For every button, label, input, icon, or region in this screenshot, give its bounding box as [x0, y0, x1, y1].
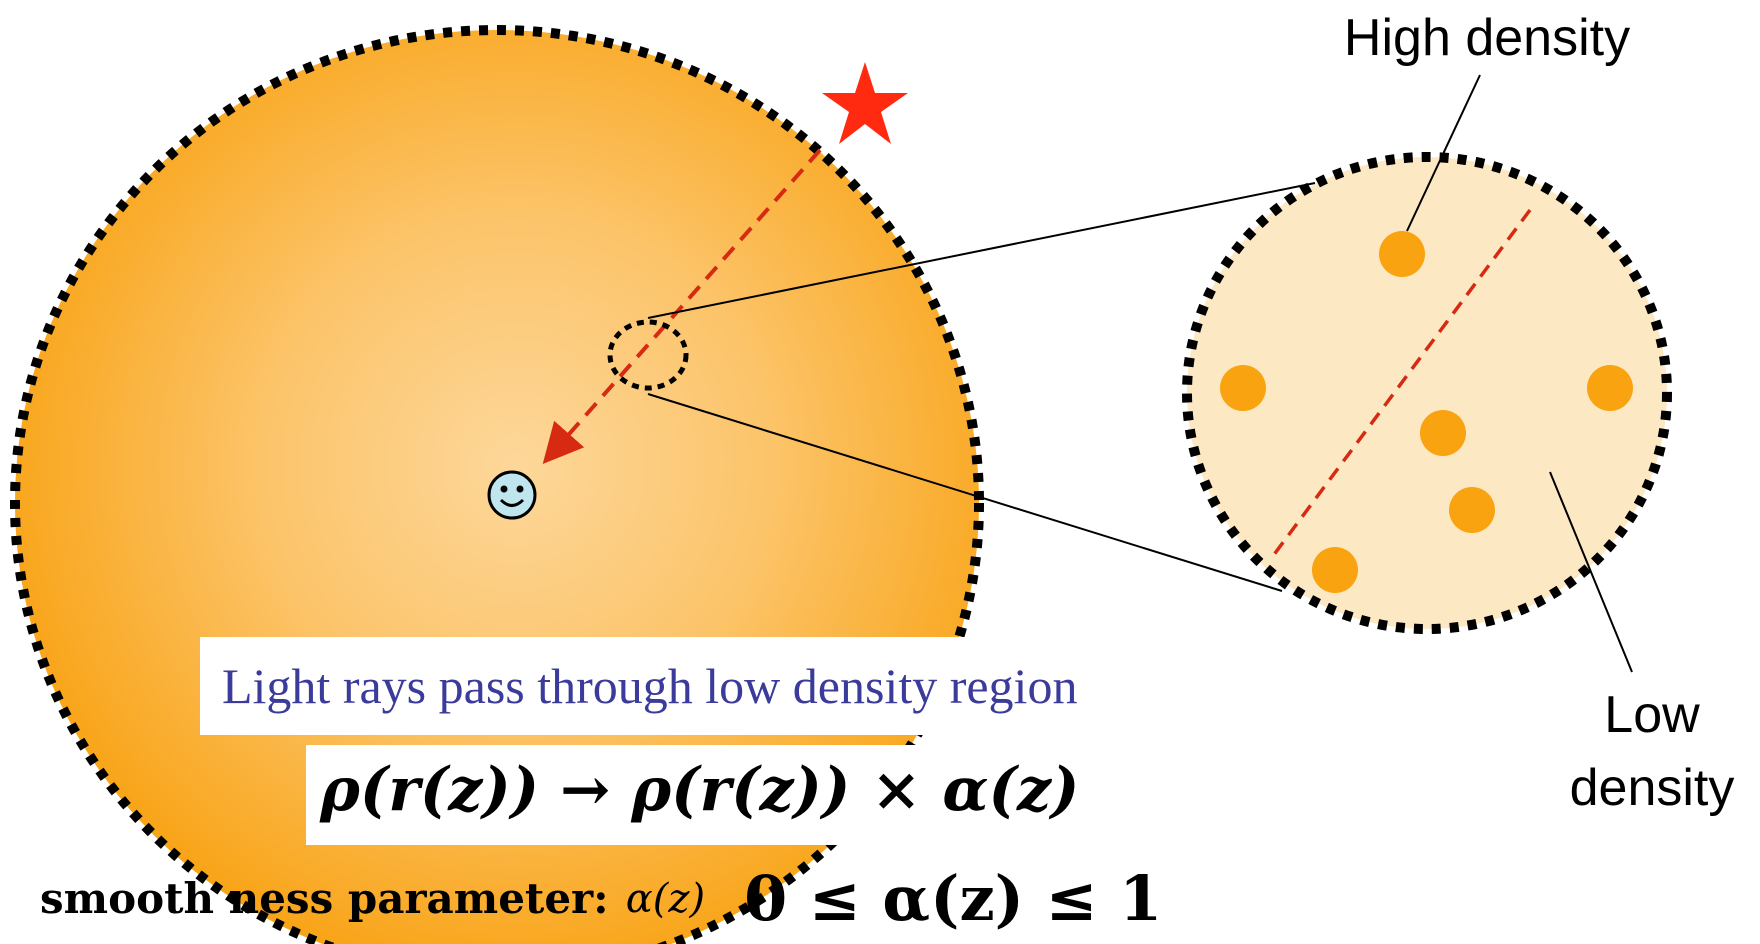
star-icon [822, 62, 908, 144]
clump [1449, 487, 1495, 533]
clump [1379, 231, 1425, 277]
density-clumps [1220, 231, 1633, 593]
low-density-leader [1549, 471, 1633, 673]
low-density-label-line2: density [1570, 759, 1735, 817]
caption-box: Light rays pass through low density regi… [200, 637, 1270, 735]
clump [1312, 547, 1358, 593]
smoothness-range: 0 ≤ α(z) ≤ 1 [744, 862, 1163, 935]
zoom-region-marker [607, 319, 689, 391]
high-density-leader [1406, 74, 1481, 232]
clump [1220, 365, 1266, 411]
zoom-connector-top [647, 182, 1316, 319]
light-ray [542, 148, 822, 464]
high-density-label: High density [1344, 9, 1630, 67]
smoothness-line: smooth ness parameter: α(z) 0 ≤ α(z) ≤ 1 [40, 862, 1162, 942]
smoothness-label: smooth ness parameter: [40, 874, 609, 923]
observer-smiley-icon [487, 470, 537, 520]
formula-box: ρ(r(z)) → ρ(r(z)) × α(z) [306, 745, 1236, 845]
zoom-connector-bottom [647, 393, 1283, 592]
low-density-label-line1: Low [1604, 686, 1700, 744]
smoothness-symbol: α(z) [625, 875, 706, 922]
density-formula: ρ(r(z)) → ρ(r(z)) × α(z) [320, 755, 1080, 825]
zoomed-light-ray [1268, 208, 1532, 562]
clump [1587, 365, 1633, 411]
caption-text: Light rays pass through low density regi… [222, 658, 1078, 714]
clump [1420, 410, 1466, 456]
